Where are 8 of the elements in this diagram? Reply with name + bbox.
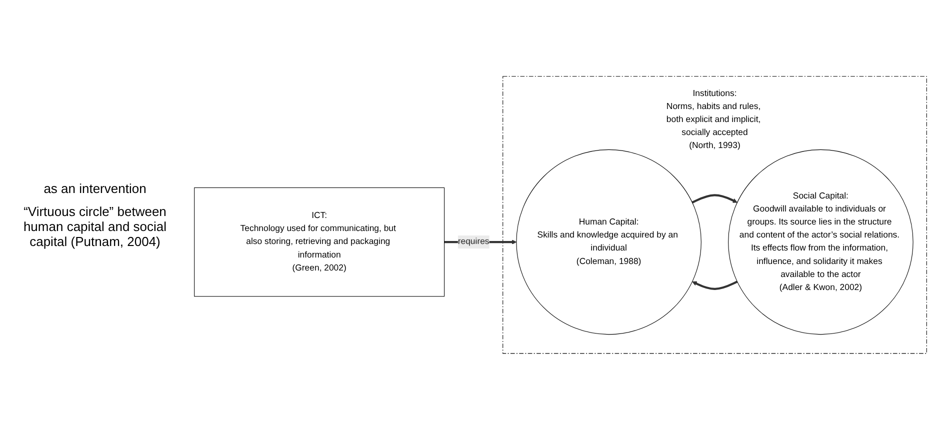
note-text: “Virtuous circle” between human capital and social capital (Putnam, 2004) [22,204,168,249]
node-box: ICT: Technology used for communicating, but also storing, retrieving and packaging information (Green, 2002) [194,188,445,297]
node-circle: Social Capital: Goodwill available to individuals or groups. Its source lies in the structure and content of the actor’s social relations. Its effects flow from the information, influence, and solidarity it makes available to the actor (Adler & Kwon, 2002) [728,150,914,335]
node-caption: as an intervention [42,181,148,196]
arrow [692,280,738,290]
edge-label: requires [458,237,490,247]
node-circle: Human Capital: Skills and knowledge acquired by an individual (Coleman, 1988) [516,150,702,335]
arrow [692,194,738,204]
